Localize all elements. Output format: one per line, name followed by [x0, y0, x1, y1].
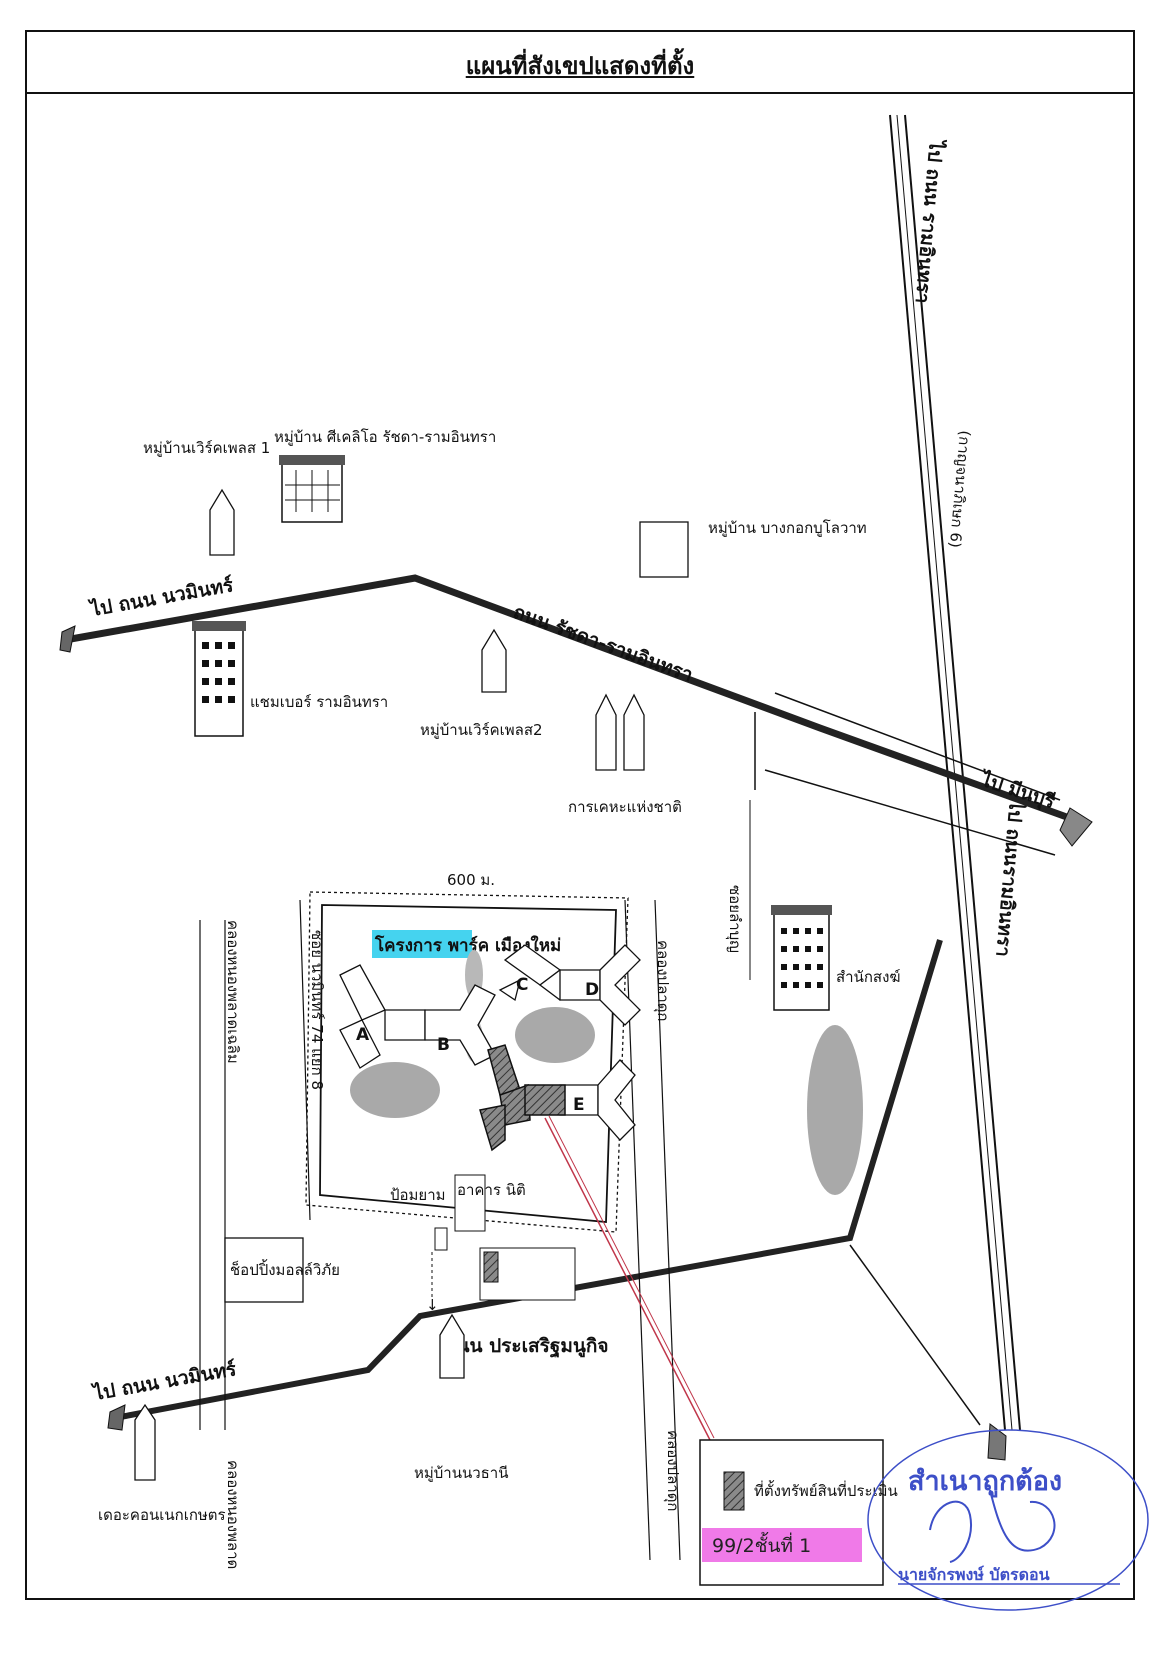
project-highlight [372, 930, 472, 958]
label-khlong-right: คลองปลาดุก [653, 940, 672, 1022]
house-icon [134, 1403, 156, 1481]
label-khlong-left: คลองหนองพลาดเฉลิม [224, 920, 242, 1064]
project-boundary [305, 891, 629, 1233]
label-village-nawamin: หมู่บ้านนวธานี [414, 1464, 508, 1482]
building-icon [771, 905, 832, 1011]
arrow-nawamin-lower [107, 1404, 126, 1431]
label-soi-vertical: ซอยลำบุญ [725, 885, 744, 953]
wing [498, 978, 521, 1002]
building-label: A [356, 1025, 370, 1045]
house-icon [209, 488, 235, 556]
prasert-road [114, 939, 943, 1421]
project-dimension: 600 ม. [447, 871, 495, 889]
building-label: E [573, 1095, 585, 1115]
pond [515, 1007, 595, 1063]
certified-stamp [867, 1429, 1149, 1611]
label-soi-nawamin-74: ซอย นวมินทร์ 74 แยก 8 [308, 930, 326, 1090]
label-condo-nawamin: เดอะคอนเนกเกษตร [98, 1506, 226, 1524]
label-office: สำนักสงฆ์ [836, 968, 901, 986]
stamp-name: นายจักรพงษ์ บัตรดอน [898, 1565, 1050, 1584]
ratchada-ramintra-road [64, 574, 1077, 824]
pond [350, 1062, 440, 1118]
center-building [454, 1174, 486, 1232]
legend-unit: 99/2ชั้นที่ 1 [712, 1532, 811, 1557]
annex-hatch [483, 1251, 499, 1283]
project-name: โครงการ พาร์ค เมืองใหม่ [374, 935, 561, 956]
building-icon [279, 455, 345, 523]
legend-text: ที่ตั้งทรัพย์สินที่ประเมิน [754, 1480, 898, 1500]
wing [424, 984, 496, 1066]
building-label: C [516, 975, 528, 995]
village-plot [639, 521, 689, 578]
legend-box [699, 1439, 884, 1586]
ramintra-highway [889, 114, 1021, 1431]
arrow-nawamin-upper [59, 625, 76, 653]
wing [597, 1059, 636, 1141]
building-label: D [585, 980, 599, 1000]
house-icon [623, 693, 645, 771]
stamp-title: สำเนาถูกต้อง [908, 1466, 1062, 1498]
label-ramintra-km: (กาญจนาภิเษก 6) [946, 430, 974, 549]
label-chamber: แชมเบอร์ รามอินทรา [250, 693, 388, 711]
pond-outside [807, 1025, 863, 1195]
wing [384, 1009, 426, 1041]
entrance-arrow: ↓ [426, 1296, 439, 1314]
building-label: B [437, 1035, 450, 1055]
leader-line [544, 1117, 711, 1441]
map-frame [25, 30, 1135, 1600]
label-khlong-right-bottom: คลองปลาดุก [663, 1430, 682, 1512]
house-icon [439, 1313, 465, 1379]
shop-label: ช็อปปิ้งมอลล์วิภัย [230, 1259, 340, 1279]
house-icon [595, 693, 617, 771]
legend-unit-highlight [702, 1528, 862, 1562]
leader-line [548, 1115, 715, 1439]
subject-building [479, 1044, 566, 1152]
label-khlong-left-bottom: คลองหนองพลาด [224, 1460, 242, 1569]
house-icon [481, 628, 507, 693]
title-bar: แผนที่สังเขปแสดงที่ตั้ง [25, 30, 1135, 94]
guard-box [434, 1227, 448, 1251]
center-label: อาคาร นิติ [457, 1181, 526, 1199]
wing [339, 964, 386, 1021]
arrow-ramintra-bottom [987, 1423, 1007, 1461]
wing [339, 1019, 381, 1069]
label-ramintra-top: ไป ถนน รามอินทรา [911, 138, 948, 305]
label-ratchada-ramintra: ถนน รัชดา-รามอินทรา [510, 601, 695, 686]
shop-box [224, 1237, 304, 1303]
label-village-works-2: หมู่บ้านเวิร์คเพลส2 [420, 721, 543, 739]
label-village-works-1: หมู่บ้านเวิร์คเพลส 1 [143, 439, 270, 457]
label-village-city-home: หมู่บ้าน ศีเคลิโอ รัชดา-รามอินทรา [274, 428, 496, 446]
guard-label: ป้อมยาม [390, 1186, 446, 1204]
label-national-housing: การเคหะแห่งชาติ [568, 798, 682, 816]
building-icon [192, 621, 246, 737]
label-ramintra-bottom: ไป ถนนรามอินทรา [991, 798, 1028, 958]
label-village-bangkok: หมู่บ้าน บางกอกบูโลวาท [708, 519, 867, 537]
map-title: แผนที่สังเขปแสดงที่ตั้ง [465, 51, 695, 80]
legend-swatch [723, 1471, 745, 1511]
wing [599, 944, 641, 1026]
label-prasert: ถนน ประเสริฐมนูกิจ [445, 1335, 609, 1359]
arrow-min-buri [1059, 807, 1093, 847]
